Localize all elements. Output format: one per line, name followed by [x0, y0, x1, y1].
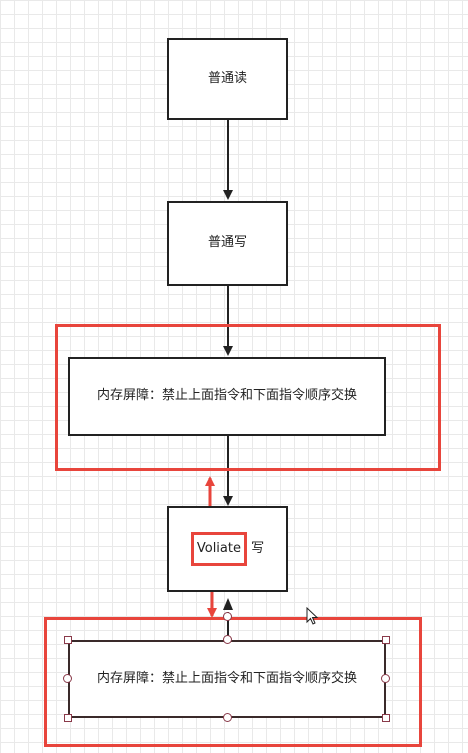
edge-n4-n5-arrowhead: [223, 598, 233, 610]
node-volatile-write-label: Voliate 写: [190, 531, 265, 567]
node-volatile-write[interactable]: Voliate 写: [167, 506, 288, 592]
resize-handle-bottom-left[interactable]: [64, 714, 72, 722]
connection-point-top[interactable]: [223, 612, 232, 621]
volatile-write-suffix: 写: [251, 540, 265, 556]
node-memory-barrier-2-label: 内存屏障：禁止上面指令和下面指令顺序交换: [96, 670, 357, 686]
node-memory-barrier-1[interactable]: 内存屏障：禁止上面指令和下面指令顺序交换: [68, 357, 386, 436]
node-normal-write-label: 普通写: [207, 235, 247, 251]
node-memory-barrier-2[interactable]: 内存屏障：禁止上面指令和下面指令顺序交换: [68, 640, 386, 718]
resize-handle-left[interactable]: [63, 674, 72, 683]
node-memory-barrier-1-label: 内存屏障：禁止上面指令和下面指令顺序交换: [96, 388, 357, 404]
node-normal-read-label: 普通读: [207, 70, 247, 86]
resize-handle-right[interactable]: [381, 674, 390, 683]
resize-handle-top[interactable]: [223, 635, 232, 644]
mouse-cursor-icon: [306, 607, 319, 625]
resize-handle-top-right[interactable]: [382, 636, 390, 644]
resize-handle-bottom-right[interactable]: [382, 714, 390, 722]
volatile-keyword: Voliate: [190, 531, 247, 567]
highlight-barrier-top: [55, 324, 441, 471]
node-normal-read[interactable]: 普通读: [167, 38, 288, 120]
resize-handle-bottom[interactable]: [223, 713, 232, 722]
node-normal-write[interactable]: 普通写: [167, 201, 288, 286]
resize-handle-top-left[interactable]: [64, 636, 72, 644]
highlight-barrier-bottom: [44, 617, 422, 747]
